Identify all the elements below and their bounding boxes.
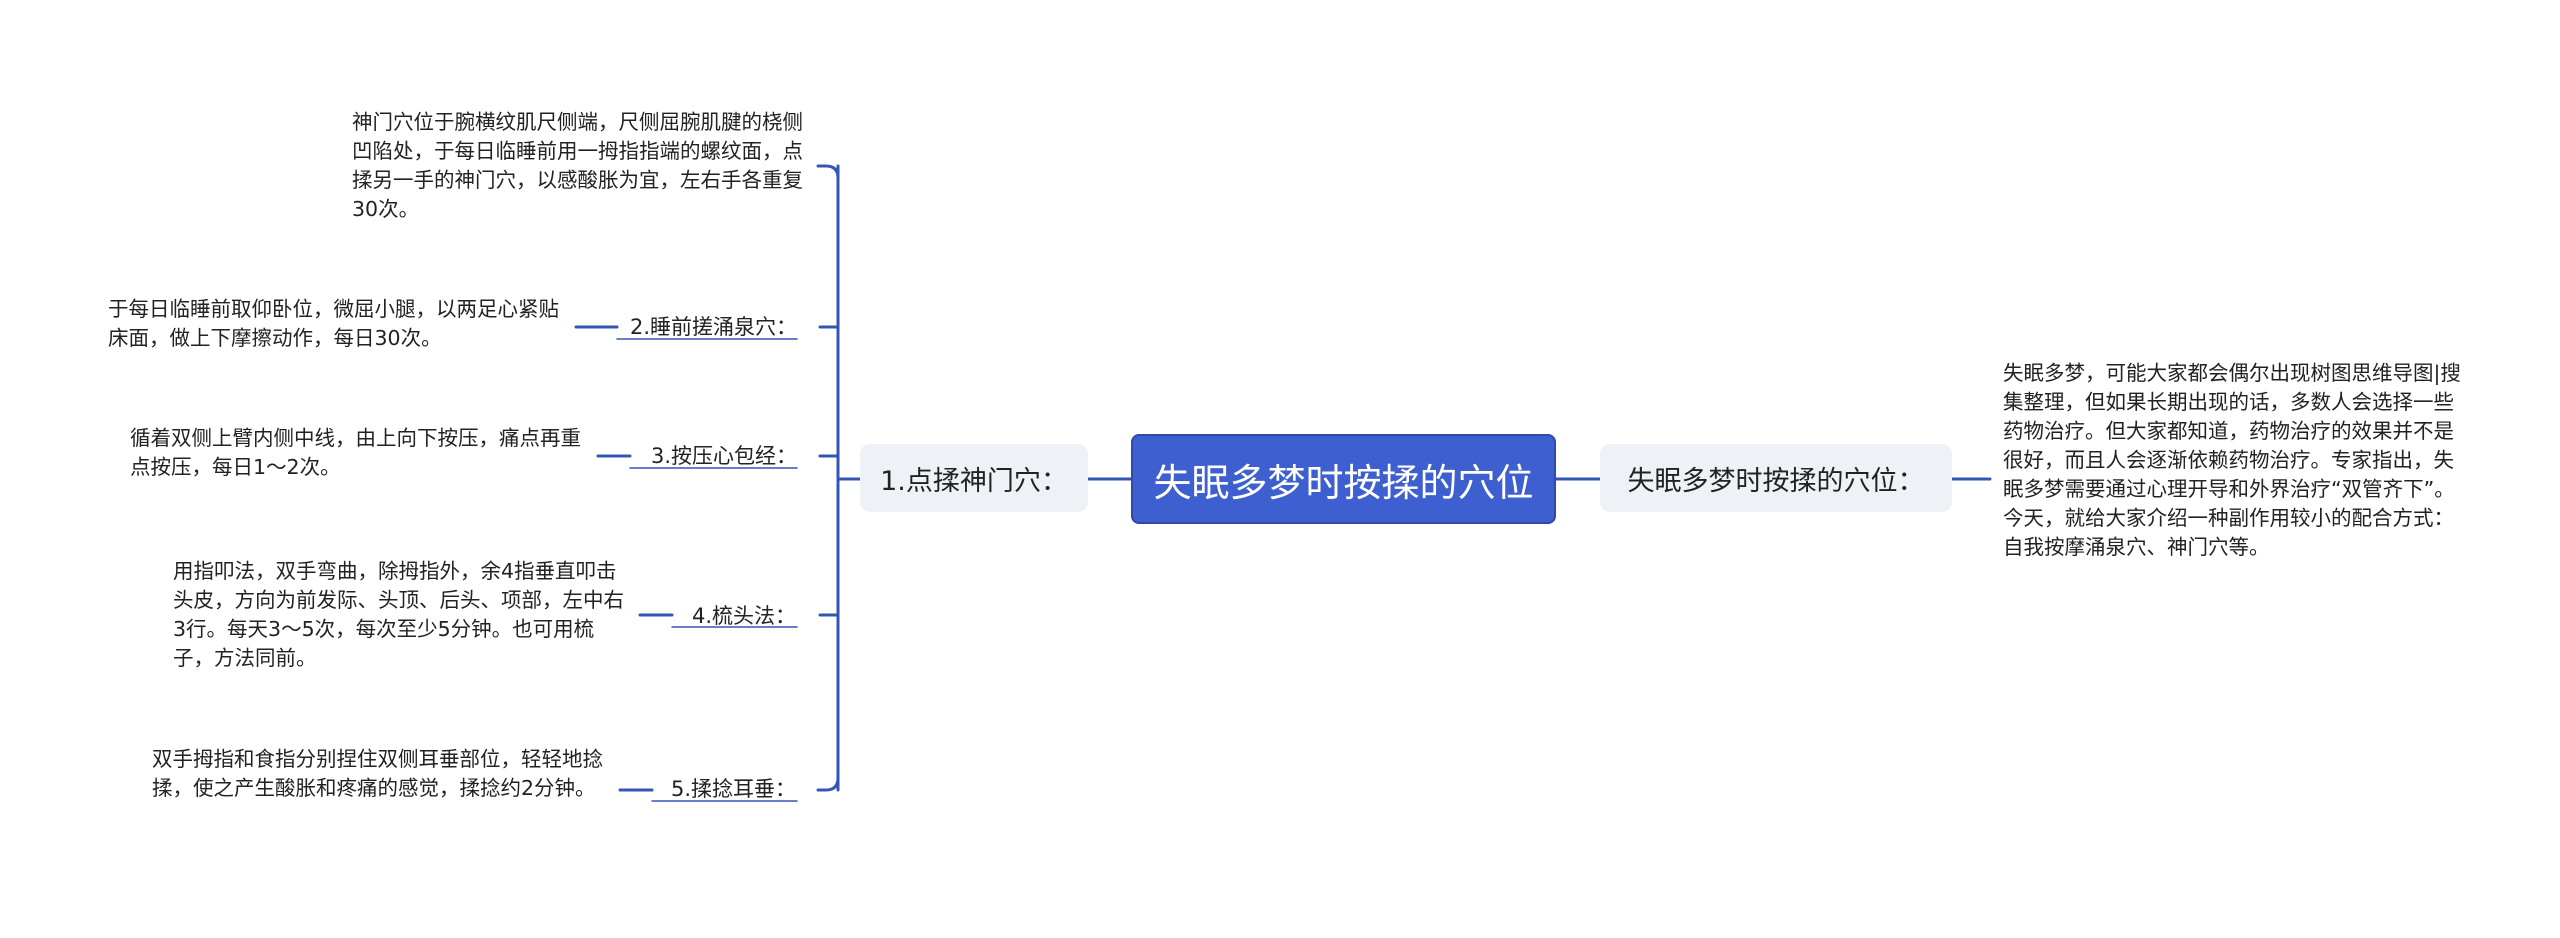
note-xinbao: 循着双侧上臂内侧中线，由上向下按压，痛点再重点按压，每日1～2次。	[130, 426, 581, 479]
label-xinbao[interactable]: 3.按压心包经：	[650, 444, 797, 468]
note-intro: 失眠多梦，可能大家都会偶尔出现树图思维导图|搜集整理，但如果长期出现的话，多数人…	[2003, 361, 2461, 559]
left-topic-shenmen[interactable]: 1.点揉神门穴：	[860, 444, 1088, 512]
bracket-bottom	[816, 776, 840, 792]
right-topic-intro[interactable]: 失眠多梦时按揉的穴位：	[1600, 444, 1952, 512]
label-shutou[interactable]: 4.梳头法：	[691, 604, 796, 628]
label-yongquan[interactable]: 2.睡前搓涌泉穴：	[629, 315, 797, 339]
note-yongquan: 于每日临睡前取仰卧位，微屈小腿，以两足心紧贴床面，做上下摩擦动作，每日30次。	[108, 297, 559, 350]
note-shenmen: 神门穴位于腕横纹肌尺侧端，尺侧屈腕肌腱的桡侧凹陷处，于每日临睡前用一拇指指端的螺…	[352, 110, 803, 221]
label-erchui[interactable]: 5.揉捻耳垂：	[670, 777, 796, 801]
note-shutou: 用指叩法，双手弯曲，除拇指外，余4指垂直叩击头皮，方向为前发际、头顶、后头、项部…	[173, 559, 624, 670]
bracket-top	[816, 164, 840, 180]
note-erchui: 双手拇指和食指分别捏住双侧耳垂部位，轻轻地捻揉，使之产生酸胀和疼痛的感觉，揉捻约…	[152, 747, 603, 800]
central-topic[interactable]: 失眠多梦时按揉的穴位	[1131, 434, 1556, 524]
